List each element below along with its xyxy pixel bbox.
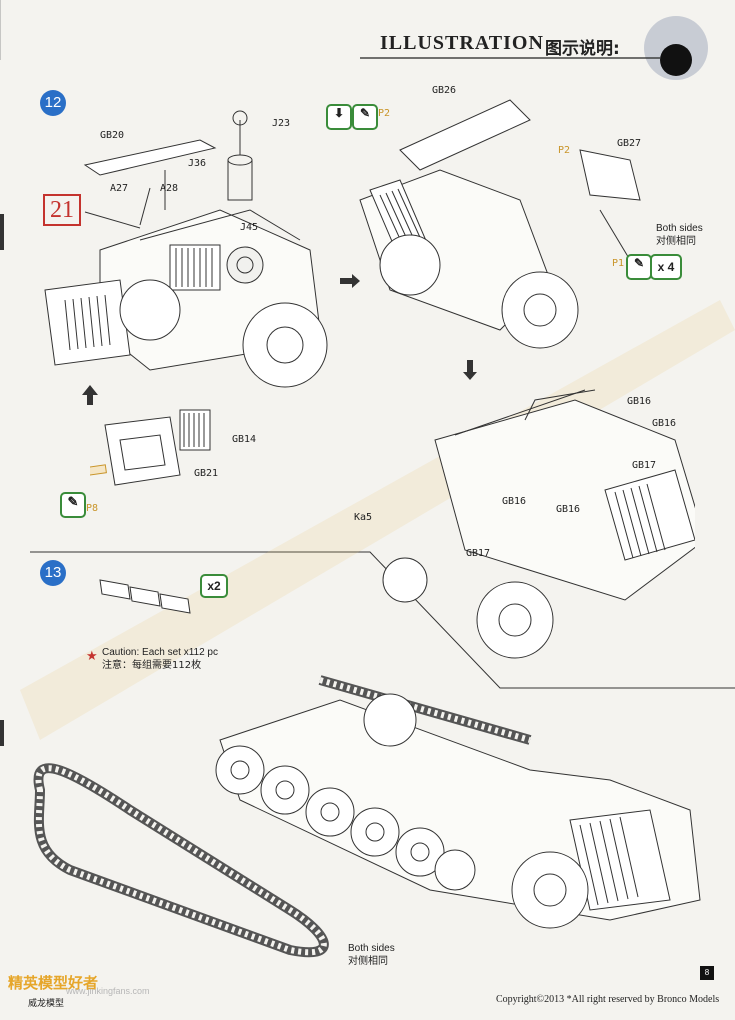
part-label-ka5: Ka5 [354,512,373,523]
watermark-url: www.jinkingfans.com [66,986,150,996]
step-number-12: 12 [40,90,66,116]
brand-cn: 威龙模型 [28,999,65,1009]
part-label-gb16: GB16 [502,496,527,507]
part-label-a28: A28 [160,183,179,194]
part-label-p8: P8 [86,503,99,514]
part-label-gb17: GB17 [632,460,657,471]
part-label-p1: P1 [612,258,625,269]
part-label-p2: P2 [558,145,571,156]
caution-text: Caution: Each set x112 pc [102,647,218,658]
part-label-gb21: GB21 [194,468,219,479]
arrow-down-icon [463,360,477,380]
assembly-drawing-front-left [44,110,328,388]
glue-drop-icon: ⬇ [333,106,345,120]
assembly-drawing-frame [382,389,695,659]
page-number: 8 [700,966,714,980]
arrow-up-icon [82,385,98,405]
part-label-gb26: GB26 [432,85,457,96]
part-label-gb17: GB17 [466,548,491,559]
part-label-gb27: GB27 [617,138,642,149]
page-title: ILLUSTRATION [380,32,544,54]
part-label-a27: A27 [110,183,129,194]
grille-subassembly-drawing [90,409,211,486]
caution-note: Caution: Each set x112 pc 注意：每组需要112枚 [102,646,218,672]
paint-brush-badge: ✎ [626,254,652,280]
paint-brush-badge: ✎ [352,104,378,130]
step-number-13: 13 [40,560,66,586]
both-sides-text: Both sides [656,223,703,234]
part-label-gb16: GB16 [652,418,677,429]
both-sides-text: Both sides [348,943,395,954]
part-label-gb14: GB14 [232,434,257,445]
assembly-drawing-hood [359,99,641,349]
both-sides-text-cn: 对侧相同 [656,236,696,247]
glue-badge: ⬇ [326,104,352,130]
watermark-site: 精英模型好者 [8,974,99,992]
quantity-badge: x 4 [650,254,682,280]
part-label-gb16: GB16 [627,396,652,407]
reference-step-box: 21 [43,194,81,226]
both-sides-note: Both sides 对侧相同 [348,942,395,968]
page-title-cn: 图示说明: [545,39,620,59]
paint-brush-icon: ✎ [359,106,371,120]
paint-brush-badge: ✎ [60,492,86,518]
paint-brush-icon: ✎ [67,494,79,509]
part-label-gb20: GB20 [100,130,125,141]
part-label-p2: P2 [378,108,391,119]
copyright-text: Copyright©2013 *All right reserved by Br… [496,994,720,1005]
track-link-set-drawing [99,579,191,614]
set-count-badge: x2 [200,574,228,598]
halftrack-track-assembly-drawing [33,675,701,958]
arrow-right-icon [340,274,360,288]
caution-text-cn: 注意：每组需要112枚 [102,660,202,671]
part-label-j45: J45 [240,222,259,233]
part-label-j23: J23 [272,118,291,129]
part-label-j36: J36 [188,158,207,169]
paint-brush-icon: ✎ [633,256,645,270]
both-sides-text-cn: 对侧相同 [348,956,388,967]
caution-star-icon: ★ [86,648,98,663]
part-label-gb16: GB16 [556,504,581,515]
both-sides-note: Both sides 对侧相同 [656,222,703,248]
